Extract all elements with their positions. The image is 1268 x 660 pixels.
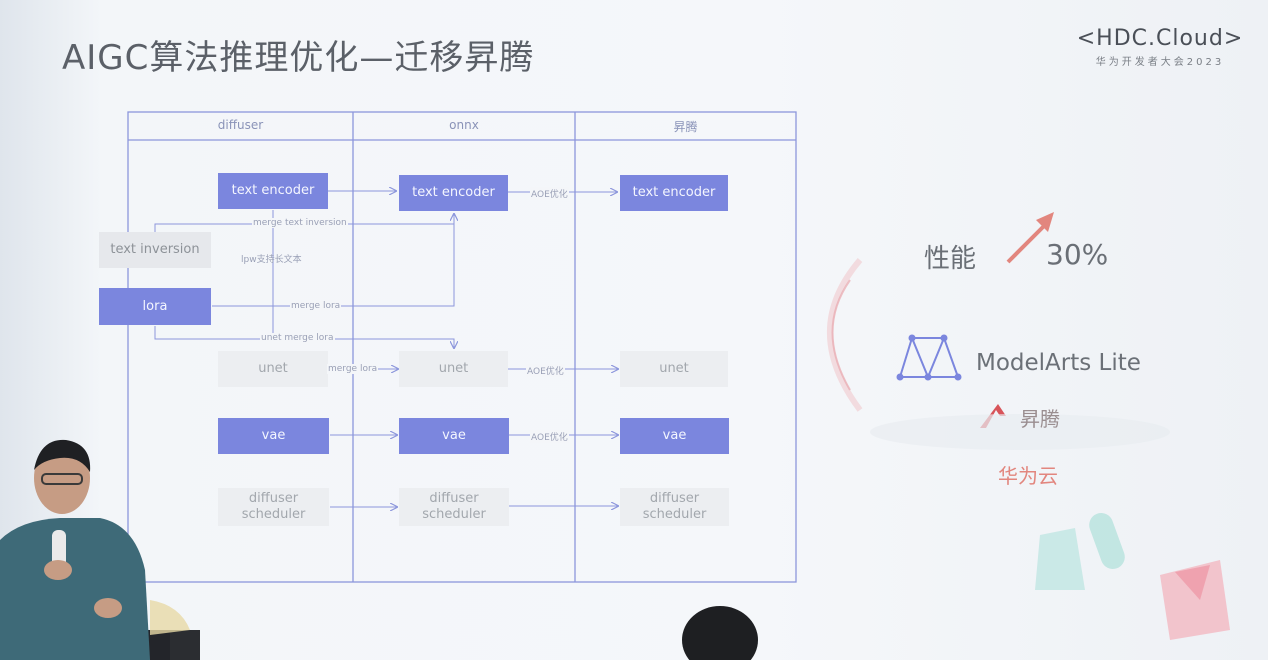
decorative-curve [827,258,863,412]
performance-value: 30% [1046,238,1109,271]
decorative-glow [870,414,1170,450]
diffuser-vae-box: vae [218,418,329,454]
label-lpw: lpw支持长文本 [241,255,302,265]
ascend-label: 昇腾 [1020,407,1060,431]
brand-block: <HDC.Cloud> 华为开发者大会2023 [1070,26,1250,68]
modelarts-label: ModelArts Lite [976,350,1141,376]
decorative-shape-pink [1160,560,1230,640]
brand-subtitle: 华为开发者大会2023 [1095,57,1225,68]
label-aoe-unet: AOE优化 [526,364,565,377]
modelarts-logo-icon [896,334,962,381]
audience-head [682,606,758,660]
decorative-shape-pink-2 [1175,565,1210,600]
onnx-vae-box: vae [399,418,509,454]
label-merge-lora-unet: merge lora [327,364,379,374]
onnx-text-encoder-box: text encoder [399,175,508,211]
performance-label: 性能 [924,244,977,274]
decorative-shape-teal [1035,528,1085,590]
huaweicloud-label: 华为云 [998,464,1058,488]
ascend-vae-box: vae [620,418,729,454]
slide-title: AIGC算法推理优化—迁移昇腾 [62,38,535,78]
performance-arrow-head [1036,212,1054,232]
diffuser-text-encoder-box: text encoder [218,173,328,209]
label-aoe-vae: AOE优化 [530,430,569,443]
onnx-unet-box: unet [399,351,508,387]
decorative-shape-teal-2 [1089,513,1125,569]
lora-box: lora [99,288,211,325]
ascend-text-encoder-box: text encoder [620,175,728,211]
presenter-figure [0,439,200,660]
onnx-scheduler-box: diffuser scheduler [399,488,509,526]
column-header-onnx: onnx [449,118,479,132]
ascend-scheduler-box: diffuser scheduler [620,488,729,526]
diagram-frame [127,111,797,583]
diffuser-unet-box: unet [218,351,328,387]
column-header-diffuser: diffuser [217,118,264,132]
label-aoe-text-encoder: AOE优化 [530,187,569,200]
hdc-cloud-logo: <HDC.Cloud> [1076,26,1244,51]
performance-arrow-icon [1006,220,1050,264]
ascend-unet-box: unet [620,351,728,387]
text-inversion-box: text inversion [99,232,211,268]
diffuser-scheduler-box: diffuser scheduler [218,488,329,526]
label-merge-text-inversion: merge text inversion [252,218,348,228]
label-merge-lora-top: merge lora [290,301,342,311]
label-unet-merge-lora: unet merge lora [260,333,335,343]
decorative-curve-2 [831,279,851,391]
column-header-ascend: 昇腾 [673,120,698,134]
